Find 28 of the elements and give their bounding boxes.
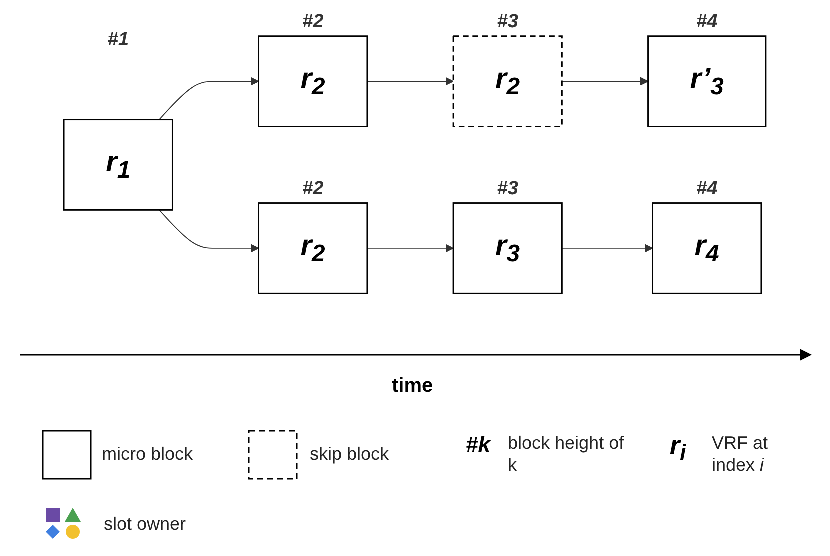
legend-text: slot owner — [104, 513, 188, 535]
node-box: r$_{3}$ — [452, 202, 563, 294]
node-box: r$_{4}$ — [652, 202, 762, 294]
node-label: #3 — [497, 178, 518, 200]
legend-text: skip block — [310, 443, 390, 465]
axis-label: time — [392, 375, 434, 398]
node-label: #4 — [696, 178, 718, 200]
node-box: r$_{1}$ — [63, 119, 174, 211]
node-label: #2 — [302, 178, 324, 200]
legend-text: micro block — [102, 443, 194, 465]
legend-symbol: r$_{i}$ — [670, 430, 686, 466]
arrow — [562, 77, 649, 86]
arrow — [158, 210, 260, 253]
node-box: r$_{2}$ — [258, 36, 368, 128]
node-box: r’$_{3}$ — [648, 36, 767, 128]
arrow — [366, 77, 454, 86]
legend-symbol: #k — [466, 432, 490, 458]
arrow — [562, 244, 654, 253]
node-box: r$_{2}$ — [258, 202, 368, 294]
node-label: #1 — [108, 29, 130, 50]
legend-text: VRF at index i — [712, 432, 770, 476]
node-box: r$_{2}$ — [452, 36, 563, 128]
node-label: #3 — [497, 11, 518, 33]
node-label: #2 — [302, 11, 324, 33]
arrow — [366, 244, 454, 253]
node-label: #4 — [696, 11, 718, 33]
legend-text: block height of k — [508, 432, 626, 476]
arrow — [158, 77, 260, 120]
